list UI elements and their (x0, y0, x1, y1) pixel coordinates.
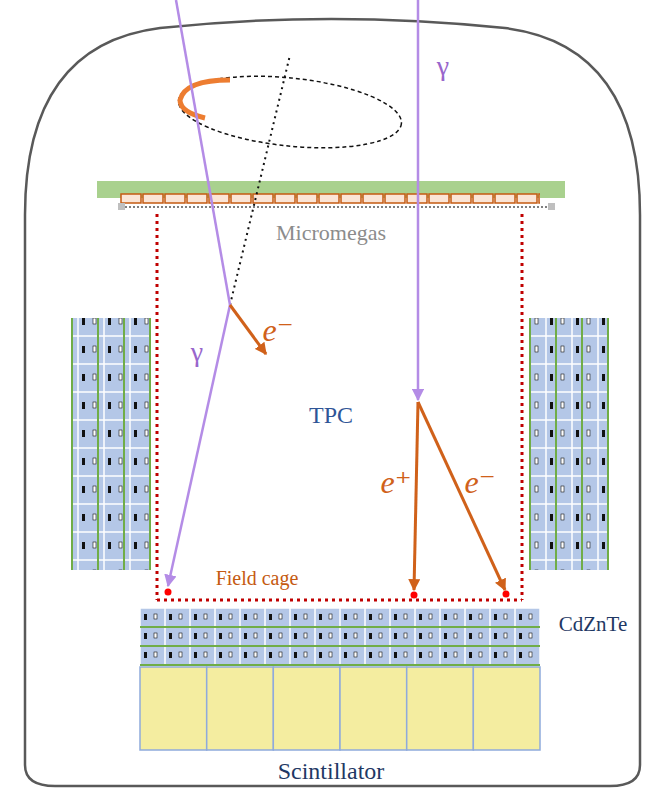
particle-label: e⁺ (380, 466, 411, 498)
particle-label: e⁻ (262, 314, 293, 346)
part-name: Scintillator (278, 759, 385, 783)
part-name: TPC (309, 403, 353, 427)
part-name: CdZnTe (559, 614, 628, 635)
particle-label: e⁻ (464, 466, 495, 498)
gamma-label: γ (191, 338, 203, 366)
part-name: Field cage (216, 568, 299, 588)
gamma-label: γ (437, 52, 449, 80)
part-name: Micromegas (276, 222, 386, 244)
